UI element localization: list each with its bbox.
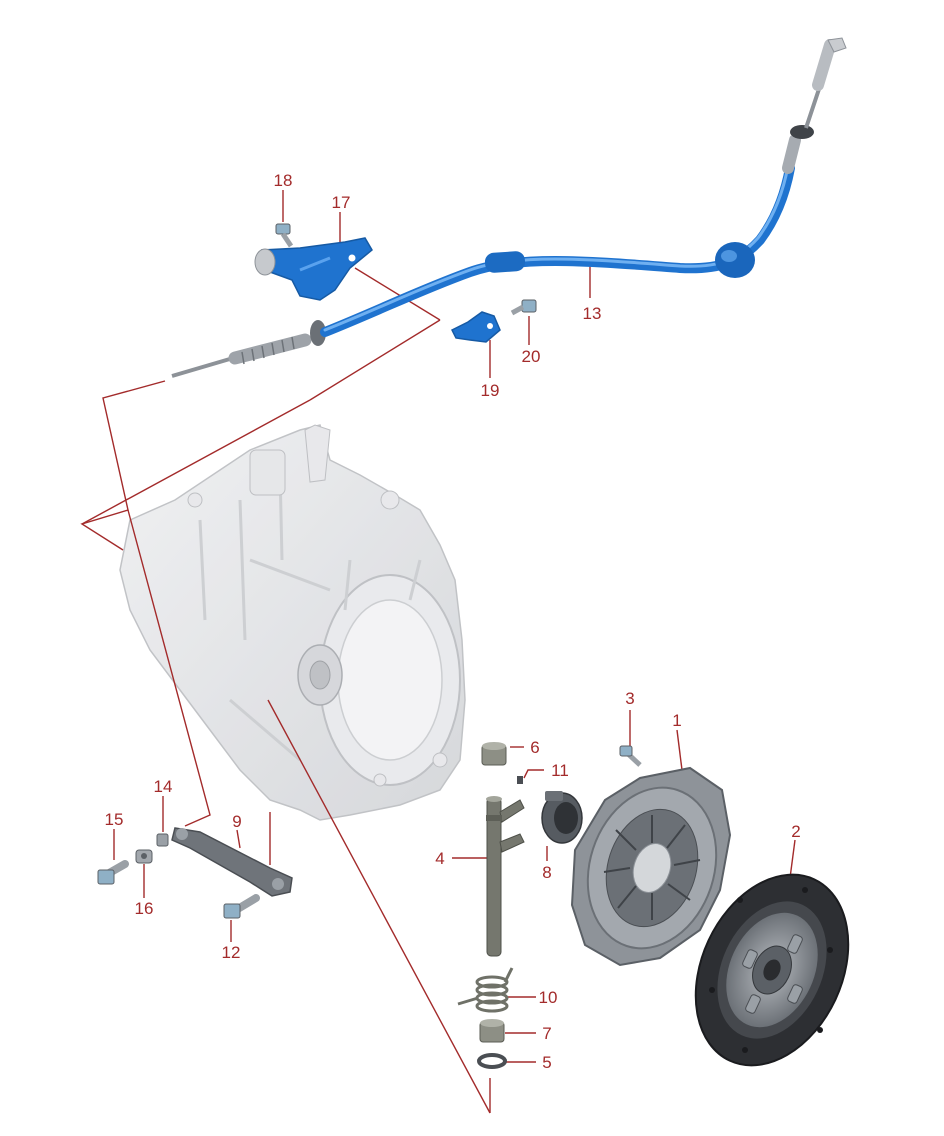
callout-19: 19 [481,381,500,400]
callout-7: 7 [542,1024,551,1043]
transmission-housing [119,424,466,821]
callout-11: 11 [551,761,569,780]
callout-6: 6 [530,738,539,757]
lever-bolt-15 [97,860,129,885]
pin [156,833,169,847]
release-fork-shaft [486,796,525,957]
clutch-disc [694,873,850,1067]
leader-lines [80,190,796,1114]
upper-bushing [481,742,507,766]
lower-bushing [479,1019,505,1043]
callout-8: 8 [542,863,551,882]
clutch-cable [171,37,847,378]
clip [517,776,523,784]
callout-16: 16 [135,899,154,918]
callout-4: 4 [435,849,444,868]
callout-13: 13 [583,304,602,323]
callout-14: 14 [154,777,173,796]
callout-2: 2 [791,822,800,841]
cable-clip-bracket [450,311,501,343]
callout-5: 5 [542,1053,551,1072]
pressure-plate-bolt [619,745,642,767]
leader-bracket-group [354,267,441,321]
leader-housing-to-lever [127,509,211,827]
lever-bolt-12 [223,894,260,919]
leader-housing-to-shaft [267,699,491,1114]
leader-group-diagonal [81,399,311,525]
clip-bolt [510,299,537,316]
cable-bracket [254,237,373,301]
leader-cable-bracket [309,319,441,401]
callout-17: 17 [332,193,351,212]
callout-18: 18 [274,171,293,190]
washer [477,1053,507,1069]
release-bearing [541,791,583,844]
nut-16 [135,849,153,864]
callout-12: 12 [222,943,241,962]
callout-3: 3 [625,689,634,708]
pressure-plate [570,766,732,967]
bracket-bolt [275,223,294,248]
return-spring [457,967,514,1013]
release-lever [171,827,293,897]
callout-1: 1 [672,711,681,730]
callout-20: 20 [522,347,541,366]
callout-10: 10 [539,988,558,1007]
callout-9: 9 [232,812,241,831]
callout-15: 15 [105,810,124,829]
